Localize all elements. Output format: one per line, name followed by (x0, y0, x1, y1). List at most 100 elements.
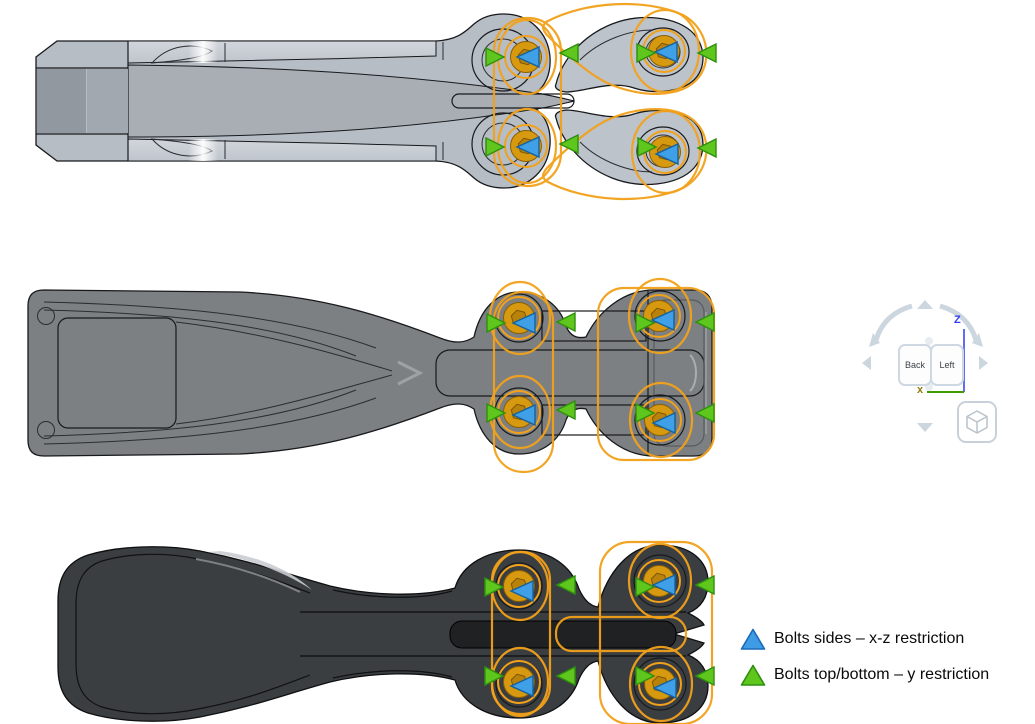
boss-bore[interactable] (634, 290, 686, 342)
blue-triangle-icon (740, 628, 766, 650)
green-y-restriction-marker[interactable] (484, 665, 505, 687)
green-y-restriction-marker[interactable] (635, 576, 656, 598)
nav-face-left[interactable]: Left (930, 344, 964, 386)
isometric-view-button[interactable] (957, 401, 997, 443)
blue-xz-restriction-marker[interactable] (515, 135, 540, 159)
blue-xz-restriction-marker[interactable] (650, 308, 675, 332)
green-y-restriction-marker[interactable] (694, 574, 715, 596)
rotate-down-arrow-icon[interactable] (917, 423, 933, 432)
specular-highlight (188, 139, 218, 161)
bolt-fixture-bottom-upper-left[interactable] (484, 550, 576, 622)
green-y-restriction-marker[interactable] (696, 42, 717, 64)
tube-knob (37, 421, 55, 439)
green-y-restriction-marker[interactable] (635, 665, 656, 687)
specular-highlight (188, 41, 218, 63)
bolt-fixture-top-lower-left[interactable] (485, 107, 579, 185)
nav-notch-top (925, 337, 933, 345)
selection-contours-middle (492, 286, 716, 474)
green-y-restriction-marker[interactable] (636, 42, 657, 64)
bolt-fixture-middle-lower-left[interactable] (486, 374, 576, 450)
blue-xz-restriction-marker[interactable] (509, 579, 534, 603)
bolt-fixture-top-upper-left[interactable] (485, 18, 579, 96)
bolt-ring-highlight (497, 296, 541, 340)
bolt-region-outline (630, 109, 702, 195)
green-y-restriction-marker[interactable] (635, 312, 656, 334)
green-y-restriction-marker[interactable] (486, 312, 507, 334)
tube-knob (37, 307, 55, 325)
legend-label-sides: Bolts sides – x-z restriction (774, 630, 965, 647)
bolt-region-outline (628, 645, 694, 723)
rotate-cw-arc[interactable] (939, 303, 979, 341)
restriction-markers-layer[interactable] (484, 8, 717, 723)
selection-contours-top (492, 2, 708, 201)
tube-edge-lines (43, 301, 393, 445)
blue-xz-restriction-marker[interactable] (651, 573, 676, 597)
arm-lobe-bore[interactable] (636, 126, 690, 176)
green-y-restriction-marker[interactable] (696, 137, 717, 159)
axis-label-z: Z (954, 314, 961, 326)
v-joint-highlight (397, 360, 424, 386)
bolt-fixture-top-lower-right[interactable] (630, 109, 717, 195)
nav-face-back[interactable]: Back (898, 344, 932, 386)
top-left-block-details (36, 41, 444, 161)
isometric-cube-icon (966, 410, 988, 434)
bolt-region-outline (629, 8, 701, 94)
boss-bore[interactable] (634, 394, 686, 446)
model-view-top[interactable] (35, 2, 708, 201)
green-y-restriction-marker[interactable] (555, 399, 576, 421)
blue-xz-restriction-marker[interactable] (654, 142, 679, 166)
bolt-fixture-middle-upper-right[interactable] (627, 277, 715, 355)
bolt-fixture-bottom-upper-right[interactable] (627, 542, 715, 620)
green-y-restriction-marker[interactable] (486, 402, 507, 424)
boss-bore[interactable] (633, 554, 687, 608)
blue-xz-restriction-marker[interactable] (652, 676, 677, 700)
model-view-bottom[interactable] (57, 540, 714, 724)
blue-xz-restriction-marker[interactable] (511, 403, 536, 427)
green-y-restriction-marker[interactable] (555, 574, 576, 596)
rotate-right-arrow-icon[interactable] (979, 356, 988, 370)
rotate-left-arrow-icon[interactable] (862, 356, 871, 370)
green-y-restriction-marker[interactable] (694, 665, 715, 687)
rotate-cw-arrowhead-icon[interactable] (972, 333, 983, 347)
bolt-fixture-middle-lower-right[interactable] (628, 381, 715, 459)
green-triangle-icon (740, 664, 766, 686)
blue-xz-restriction-marker[interactable] (653, 40, 678, 64)
bolt-fixture-middle-upper-left[interactable] (486, 280, 576, 356)
green-y-restriction-marker[interactable] (555, 311, 576, 333)
blue-xz-restriction-marker[interactable] (651, 411, 676, 435)
bolt-fixture-bottom-lower-right[interactable] (628, 645, 715, 723)
blue-xz-restriction-marker[interactable] (509, 674, 534, 698)
green-y-restriction-marker[interactable] (558, 133, 579, 155)
green-y-restriction-marker[interactable] (694, 311, 715, 333)
green-y-restriction-marker[interactable] (485, 136, 506, 158)
legend-label-top-bottom: Bolts top/bottom – y restriction (774, 666, 990, 683)
green-y-restriction-marker[interactable] (555, 665, 576, 687)
part-body-middle[interactable] (27, 289, 713, 457)
rotate-ccw-arc[interactable] (873, 303, 913, 341)
rotate-up-arrow-icon[interactable] (917, 300, 933, 309)
arm-edge-lines (579, 29, 653, 173)
green-y-restriction-marker[interactable] (635, 402, 656, 424)
green-y-restriction-marker[interactable] (558, 42, 579, 64)
view-navigator[interactable]: Back Left Z x (860, 296, 1010, 446)
rotate-ccw-arrowhead-icon[interactable] (869, 333, 880, 347)
green-y-restriction-marker[interactable] (694, 402, 715, 424)
bolt-ring-highlight (497, 660, 541, 704)
legend: Bolts sides – x-z restriction Bolts top/… (740, 626, 989, 698)
blue-xz-restriction-marker[interactable] (515, 45, 540, 69)
bolt-fixture-bottom-lower-left[interactable] (484, 646, 576, 718)
green-y-restriction-marker[interactable] (484, 576, 505, 598)
green-y-restriction-marker[interactable] (485, 46, 506, 68)
bolt-fixture-top-upper-right[interactable] (629, 8, 717, 94)
boss-bore[interactable] (633, 657, 687, 711)
blue-xz-restriction-marker[interactable] (511, 311, 536, 335)
green-y-restriction-marker[interactable] (637, 136, 658, 158)
model-view-middle[interactable] (27, 286, 716, 474)
part-body-bottom[interactable] (57, 544, 709, 724)
fork-slot (451, 93, 575, 109)
hollow-opening (57, 317, 177, 429)
axis-label-x: x (917, 384, 924, 396)
navigator-graphics (862, 300, 988, 432)
